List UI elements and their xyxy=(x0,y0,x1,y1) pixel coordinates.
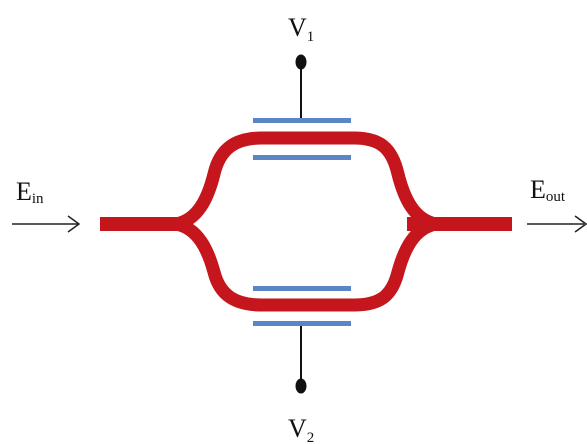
output-arrow xyxy=(527,215,587,233)
upper-bottom-electrode xyxy=(253,155,351,160)
upper-arm xyxy=(174,131,438,231)
v2-terminal-dot xyxy=(295,378,307,394)
eout-label: Eout xyxy=(530,175,566,205)
v1-label: V1 xyxy=(288,13,314,45)
electrodes xyxy=(253,118,351,326)
v2-label: V2 xyxy=(288,414,314,444)
lower-arm xyxy=(174,217,438,312)
lower-bottom-electrode xyxy=(253,321,351,326)
voltage-contacts xyxy=(295,54,307,394)
lower-top-electrode xyxy=(253,286,351,291)
waveguide xyxy=(100,131,512,312)
ein-label: Ein xyxy=(16,177,44,207)
input-arrow xyxy=(12,215,81,233)
v1-terminal-dot xyxy=(295,54,307,70)
upper-top-electrode xyxy=(253,118,351,123)
